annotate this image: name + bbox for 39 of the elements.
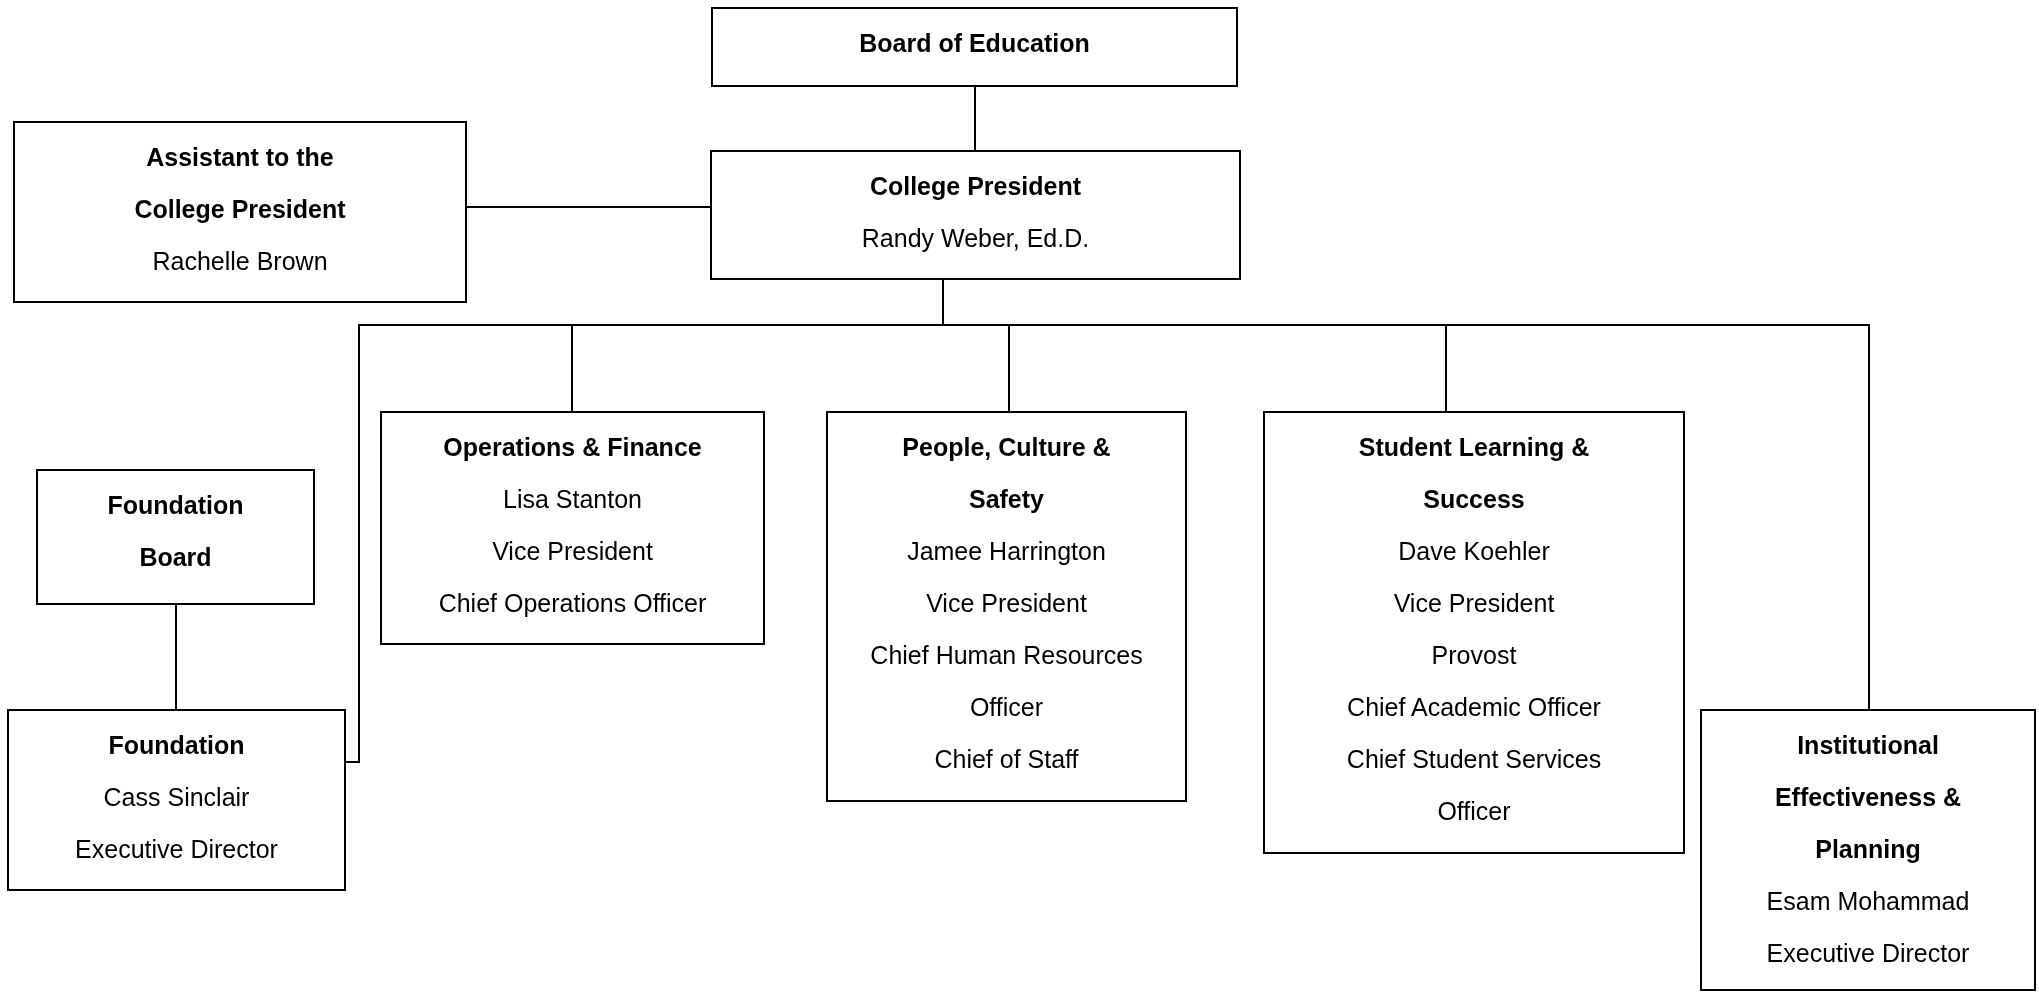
role-text: Rachelle Brown: [151, 246, 329, 277]
role-text: Chief Academic Officer: [1346, 692, 1602, 723]
org-box: [826, 411, 1187, 802]
unit-title: Student Learning & Success: [1357, 432, 1591, 515]
role-text: Vice President: [1392, 588, 1556, 619]
role-text: Executive Director: [1765, 938, 1971, 969]
role-text: Randy Weber, Ed.D.: [860, 223, 1091, 254]
connector-line: [175, 604, 177, 710]
role-text: Dave Koehler: [1397, 536, 1551, 567]
role-text: Esam Mohammad: [1765, 886, 1971, 917]
role-text: Jamee Harrington: [906, 536, 1107, 567]
unit-title: Foundation: [107, 730, 246, 761]
role-text: Chief Student Services Officer: [1345, 744, 1603, 827]
role-text: Chief of Staff: [933, 744, 1080, 775]
role-text: Cass Sinclair: [102, 782, 251, 813]
org-box: [711, 7, 1238, 87]
role-text: Provost: [1430, 640, 1518, 671]
role-text: Vice President: [925, 588, 1088, 619]
org-box: [7, 709, 346, 891]
role-text: Lisa Stanton: [502, 484, 643, 515]
org-box: [1263, 411, 1685, 854]
connector-line: [466, 206, 711, 208]
unit-title: Assistant to the College President: [133, 142, 347, 225]
unit-title: Foundation Board: [106, 490, 245, 573]
role-text: Chief Human Resources Officer: [869, 640, 1144, 723]
unit-title: Operations & Finance: [442, 432, 703, 463]
org-box: [710, 150, 1241, 280]
org-box: [380, 411, 765, 645]
unit-title: College President: [868, 171, 1083, 202]
org-box: [1700, 709, 2036, 991]
org-box: [36, 469, 315, 605]
org-box: [13, 121, 467, 303]
role-text: Vice President: [491, 536, 654, 567]
unit-title: Institutional Effectiveness & Planning: [1773, 730, 1963, 865]
connector-line: [974, 86, 976, 151]
unit-title: Board of Education: [858, 28, 1091, 59]
unit-title: People, Culture & Safety: [901, 432, 1112, 515]
role-text: Executive Director: [74, 834, 279, 865]
role-text: Chief Operations Officer: [437, 588, 708, 619]
